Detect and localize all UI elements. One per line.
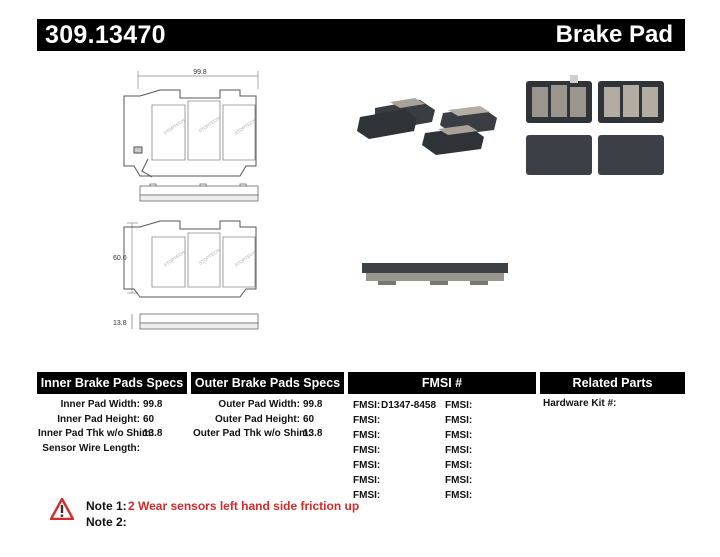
svg-text:STOPTECH: STOPTECH xyxy=(234,250,257,268)
hardware-kit-label: Hardware Kit #: xyxy=(543,398,617,409)
svg-text:STOPTECH: STOPTECH xyxy=(234,118,257,136)
inner-spec-row: Inner Pad Height:60 xyxy=(57,413,155,425)
inner-pad-front-view xyxy=(123,89,257,178)
inner-spec-row: Sensor Wire Length: xyxy=(42,442,140,454)
fmsi-row: FMSI:FMSI: xyxy=(353,460,473,471)
product-photo-flat xyxy=(526,75,664,175)
note-2: Note 2: xyxy=(86,515,127,529)
warning-icon xyxy=(50,498,74,520)
product-photo-side xyxy=(362,263,508,285)
outer-specs-header: Outer Brake Pads Specs xyxy=(191,372,344,394)
outer-spec-row: Outer Pad Thk w/o Shim:13.8 xyxy=(193,428,323,439)
outer-spec-row: Outer Pad Height:60 xyxy=(214,413,315,425)
svg-text:STOPTECH: STOPTECH xyxy=(163,118,186,136)
inner-spec-row: Inner Pad Thk w/o Shim:13.8 xyxy=(38,428,163,439)
width-label: 99.8 xyxy=(193,69,207,76)
notes: Note 1: 2 Wear sensors left hand side fr… xyxy=(50,498,359,530)
brake-pad-drawing: 99.8 STOPTECH STOPTECH STOPTECH 60.0 STO… xyxy=(113,69,664,330)
related-parts-header: Related Parts xyxy=(540,372,685,394)
fmsi-row: FMSI:FMSI: xyxy=(353,490,473,501)
note-1: Note 1: 2 Wear sensors left hand side fr… xyxy=(86,499,360,513)
svg-text:STOPTECH: STOPTECH xyxy=(198,248,221,266)
brand-marking: STOPTECH STOPTECH STOPTECH xyxy=(163,116,257,136)
fmsi-header: FMSI # xyxy=(348,372,536,394)
inner-pad-side-view xyxy=(139,183,259,202)
fmsi-row: FMSI:FMSI: xyxy=(353,475,473,486)
fmsi-row: FMSI:FMSI: xyxy=(353,430,473,441)
product-photo-angled xyxy=(357,98,497,155)
part-number: 309.13470 xyxy=(45,20,166,49)
svg-text:STOPTECH: STOPTECH xyxy=(163,250,186,268)
fmsi-row: FMSI:FMSI: xyxy=(353,445,473,456)
title-bar: 309.13470 Brake Pad xyxy=(37,19,685,51)
outer-pad-front-view xyxy=(123,220,257,298)
fmsi-row: FMSI:FMSI: xyxy=(353,415,473,426)
outer-spec-row: Outer Pad Width:99.8 xyxy=(218,399,323,410)
width-dimension xyxy=(137,71,259,89)
related-parts: Hardware Kit #: xyxy=(543,398,616,409)
outer-specs: Outer Pad Width:99.8 Outer Pad Height:60… xyxy=(193,398,322,442)
inner-specs: Inner Pad Width:99.8 Inner Pad Height:60… xyxy=(38,398,162,456)
height-dimension xyxy=(127,222,138,294)
inner-spec-row: Inner Pad Width:99.8 xyxy=(60,399,163,410)
brand-marking-outer: STOPTECH STOPTECH STOPTECH xyxy=(163,248,257,268)
svg-text:STOPTECH: STOPTECH xyxy=(198,116,221,134)
inner-specs-header: Inner Brake Pads Specs xyxy=(37,372,187,394)
thickness-label: 13.8 xyxy=(113,320,127,327)
height-label: 60.0 xyxy=(113,255,127,262)
product-category: Brake Pad xyxy=(555,21,673,48)
outer-pad-side-view xyxy=(131,313,259,330)
